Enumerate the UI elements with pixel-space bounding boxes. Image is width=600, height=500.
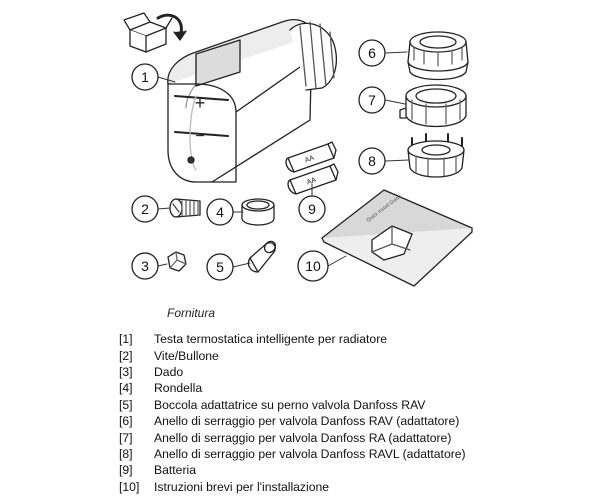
leader-line-8 [384, 159, 410, 162]
leader-line-5 [232, 262, 251, 268]
legend-row: [8] Anello di serraggio per valvola Danfo… [119, 446, 466, 462]
svg-text:9: 9 [308, 201, 316, 217]
svg-text:8: 8 [368, 153, 376, 169]
callout-10: 10 [297, 250, 329, 282]
leader-line-7 [384, 99, 406, 105]
legend-row: [10] Istruzioni brevi per l'installazione [119, 479, 466, 495]
svg-text:6: 6 [368, 45, 376, 61]
legend-desc: Istruzioni brevi per l'installazione [154, 479, 330, 494]
parts-caption: Fornitura [167, 306, 216, 320]
svg-text:4: 4 [216, 204, 224, 220]
callout-7: 7 [358, 86, 386, 114]
legend-desc: Anello di serraggio per valvola Danfoss … [154, 414, 460, 429]
legend-num: [4] [119, 381, 133, 396]
legend-num: [5] [119, 397, 133, 412]
legend-desc: Batteria [154, 463, 197, 478]
legend-desc: Testa termostatica intelligente per radi… [154, 332, 388, 347]
legend-row: [7] Anello di serraggio per valvola Danfo… [119, 429, 466, 445]
callout-5: 5 [206, 253, 234, 281]
legend-row: [1] Testa termostatica intelligente per r… [119, 331, 466, 347]
leader-line-6 [384, 51, 408, 54]
quick-install-guide [321, 189, 473, 287]
svg-text:7: 7 [368, 92, 376, 108]
callout-1: 1 [131, 63, 159, 91]
legend-desc: Boccola adattatrice su perno valvola Dan… [154, 397, 426, 412]
legend-num: [10] [119, 479, 140, 494]
svg-text:3: 3 [141, 258, 149, 274]
leader-line-10 [327, 255, 347, 267]
leader-line-2 [157, 207, 171, 210]
thermostat-plus-symbol: + [195, 93, 206, 113]
adapter-ring-rav [407, 31, 469, 81]
legend-num: [8] [119, 446, 133, 461]
callout-2: 2 [131, 195, 159, 223]
legend-num: [6] [119, 414, 133, 429]
legend-row: [9] Batteria [119, 462, 466, 478]
leader-line-3 [157, 263, 168, 267]
legend-row: [5] Boccola adattatrice su perno valvola … [119, 397, 466, 413]
nut [167, 251, 187, 272]
callout-4: 4 [206, 198, 234, 226]
leader-line-1 [157, 76, 176, 83]
battery-label-top: AA [304, 155, 315, 165]
adapter-ring-ravl [407, 133, 465, 178]
legend-num: [7] [119, 430, 133, 445]
legend-num: [1] [119, 332, 133, 347]
legend-row: [2] Vite/Bullone [119, 347, 466, 363]
svg-text:2: 2 [141, 201, 149, 217]
legend-desc: Rondella [154, 381, 203, 396]
callout-6: 6 [358, 39, 386, 67]
legend-num: [9] [119, 463, 133, 478]
aa-batteries [285, 141, 339, 195]
legend-row: [3] Dado [119, 364, 466, 380]
legend-desc: Anello di serraggio per valvola Danfoss … [154, 430, 452, 445]
svg-text:10: 10 [305, 258, 321, 274]
legend-row: [4] Rondella [119, 380, 466, 396]
legend-desc: Dado [154, 364, 184, 379]
svg-text:1: 1 [141, 69, 149, 85]
washer [241, 198, 275, 226]
thermostat-minus-symbol: − [195, 128, 204, 145]
legend-desc: Anello di serraggio per valvola Danfoss … [154, 446, 466, 461]
legend-num: [3] [119, 364, 133, 379]
screw [169, 198, 201, 218]
adapter-bushing [247, 240, 277, 273]
battery-label-bottom: AA [306, 177, 317, 187]
callout-9: 9 [298, 195, 326, 223]
legend-row: [6] Anello di serraggio per valvola Danfo… [119, 413, 466, 429]
adapter-ring-ra [399, 84, 467, 128]
legend-desc: Vite/Bullone [154, 348, 219, 363]
radiator-thermostat [167, 19, 337, 183]
callout-8: 8 [358, 147, 386, 175]
legend-num: [2] [119, 348, 133, 363]
svg-text:5: 5 [216, 259, 224, 275]
unboxing-icon [123, 12, 187, 53]
callout-3: 3 [131, 252, 159, 280]
parts-legend: [1] Testa termostatica intelligente per r… [119, 331, 466, 495]
